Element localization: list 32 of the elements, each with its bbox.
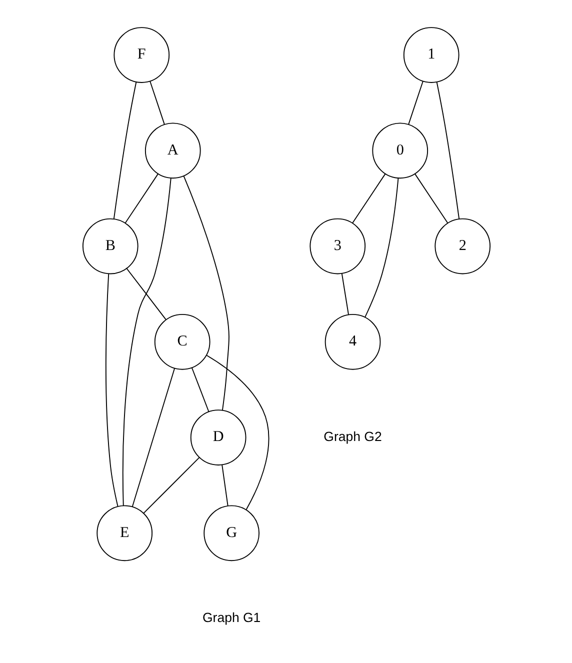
node-circle: A xyxy=(144,122,200,179)
label: Graph G2 xyxy=(323,429,382,444)
connector xyxy=(131,368,175,508)
connector xyxy=(112,82,136,220)
node-circle: 4 xyxy=(324,314,380,370)
connector xyxy=(190,367,209,412)
node-circle: 3 xyxy=(309,218,366,274)
connector xyxy=(352,173,386,224)
connector xyxy=(364,178,398,318)
connector xyxy=(206,354,269,510)
connector xyxy=(182,176,229,411)
connector xyxy=(436,82,460,220)
node-circle: C xyxy=(154,314,210,370)
connector xyxy=(221,464,228,506)
node-circle: 2 xyxy=(434,218,490,274)
connector xyxy=(408,80,423,125)
connector xyxy=(122,178,171,506)
node-circle: F xyxy=(113,27,170,83)
node-circle: 1 xyxy=(402,27,459,83)
node-circle: E xyxy=(96,505,152,562)
connector xyxy=(142,456,200,514)
label: Graph G1 xyxy=(202,610,260,625)
connector xyxy=(414,173,448,224)
node-circle: D xyxy=(190,410,246,466)
connector xyxy=(149,80,164,125)
node-circle: G xyxy=(203,505,260,562)
connector xyxy=(126,268,166,320)
connector xyxy=(124,173,158,224)
node-circle: 0 xyxy=(372,122,428,179)
connector xyxy=(340,273,348,315)
node-circle: B xyxy=(82,218,138,274)
connector xyxy=(104,273,118,507)
